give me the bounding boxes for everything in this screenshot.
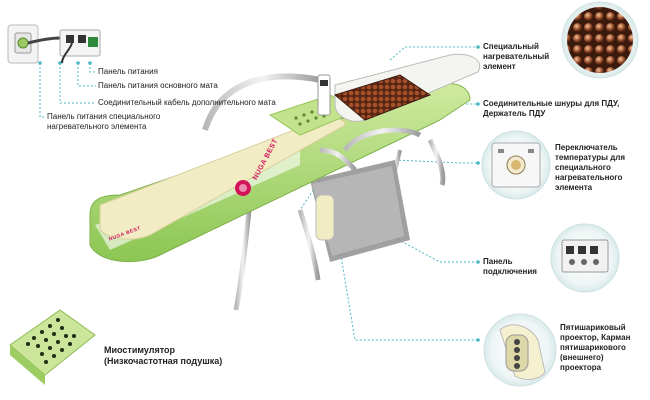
label-connection-panel: Панель подключения [483,257,537,276]
connection-panel-circle [550,223,620,293]
label-temperature-switch: Переключатель температуры для специально… [555,143,626,192]
label-power-panel: Панель питания [98,67,158,76]
label-extra-mat-cable: Соединительный кабель дополнительного ма… [98,98,276,107]
label-projector: Пятишариковый проектор, Карман пятишарик… [560,323,631,372]
heater-detail-circle [561,1,639,79]
power-panel-illustration [7,24,101,64]
temperature-switch-circle [481,130,551,200]
massage-bed [89,53,481,311]
label-special-heater-power: Панель питания специального нагревательн… [47,112,161,131]
leader-dots [38,45,480,342]
label-main-mat-power: Панель питания основного мата [98,81,218,90]
label-myostimulator: Миостимулятор (Низкочастотная подушка) [104,345,223,366]
myostimulator-pad [9,309,96,385]
label-remote-cords: Соединительные шнуры для ПДУ, Держатель … [483,99,620,118]
label-special-heater: Специальный нагревательный элемент [483,42,550,71]
projector-circle [483,313,557,387]
